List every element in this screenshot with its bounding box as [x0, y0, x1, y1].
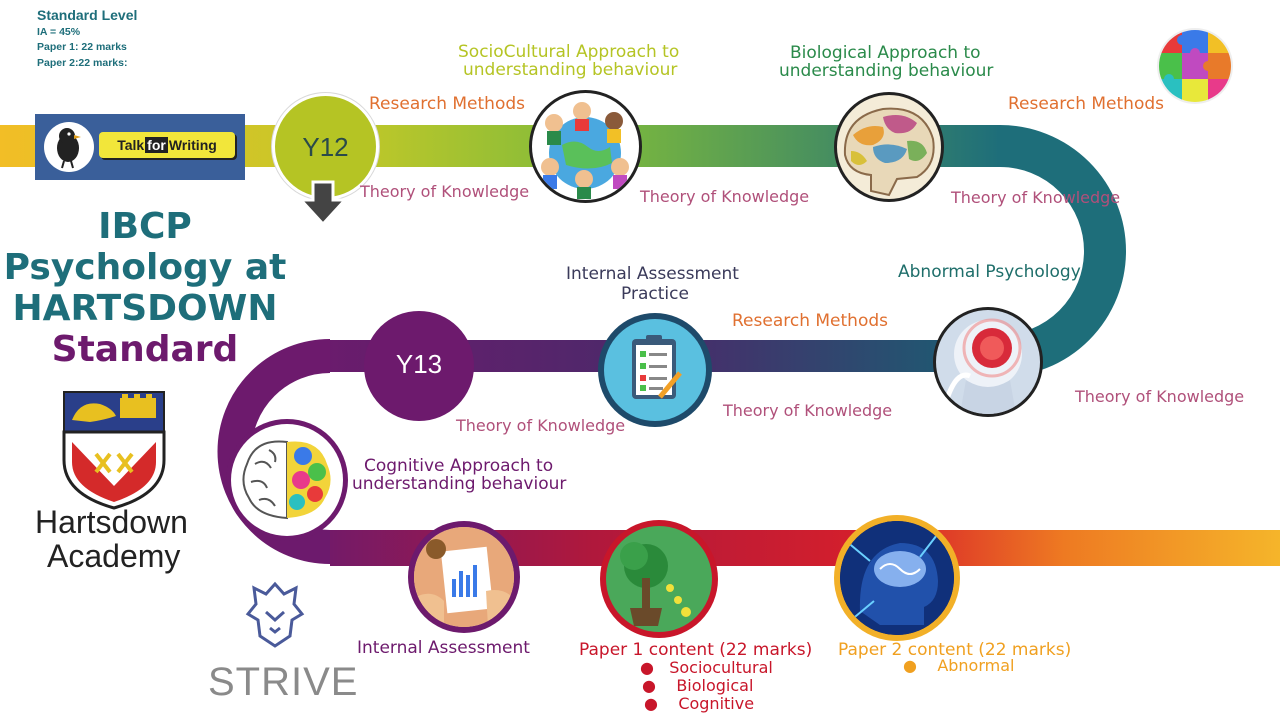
biological-label-line2: understanding behaviour [779, 61, 994, 81]
arrow-down-icon [299, 180, 347, 226]
paper2-item-abnormal: ● Abnormal [903, 656, 1015, 675]
research-methods-label-3: Research Methods [732, 311, 888, 331]
ia-practice-label-line2: Practice [621, 284, 689, 304]
title-line4: Standard [51, 329, 239, 370]
bullet-icon: ● [640, 658, 670, 677]
lion-icon [245, 581, 305, 648]
bird-icon [44, 122, 94, 172]
sociocultural-image [529, 90, 642, 203]
paper1-marks: Paper 1: 22 marks [37, 41, 127, 53]
y12-label: Y12 [302, 132, 349, 162]
colorful-brain-icon [242, 440, 331, 520]
ia-practice-image [598, 313, 712, 427]
tok-label-5: Theory of Knowledge [723, 401, 893, 420]
tok-label-1: Theory of Knowledge [360, 182, 530, 201]
paper2-title: Paper 2 content (22 marks) [838, 640, 1072, 660]
cognitive-label-line1: Cognitive Approach to [364, 456, 554, 476]
globe-people-icon [541, 102, 629, 199]
title-line1: IBCP [98, 206, 192, 247]
cognitive-image [226, 419, 348, 541]
tok-label-2: Theory of Knowledge [640, 187, 810, 206]
paper1-title: Paper 1 content (22 marks) [579, 640, 813, 660]
paper1-item-cognitive: ● Cognitive [644, 694, 755, 713]
puzzle-icon [1157, 28, 1233, 104]
sociocultural-label-line2: understanding behaviour [463, 60, 678, 80]
abnormal-psychology-label: Abnormal Psychology [898, 262, 1081, 282]
abnormal-image [933, 307, 1043, 417]
tok-label-4: Theory of Knowledge [1075, 387, 1245, 406]
report-chart-icon [414, 527, 514, 627]
internal-assessment-label: Internal Assessment [357, 638, 530, 658]
school-name-line2: Academy [47, 538, 181, 574]
neural-head-icon [840, 521, 954, 635]
tok-label-3: Theory of Knowledge [951, 188, 1121, 207]
talk-word: Talk [117, 137, 145, 153]
cognitive-label-line2: understanding behaviour [352, 474, 567, 494]
brain-map-icon [843, 107, 935, 197]
internal-assessment-image [408, 521, 520, 633]
research-methods-label-2: Research Methods [1008, 94, 1164, 114]
title-line3: HARTSDOWN [12, 288, 278, 329]
bullet-icon: ● [642, 676, 677, 695]
paper1-item-sociocultural: ● Sociocultural [640, 658, 773, 677]
y13-label: Y13 [395, 349, 443, 379]
hartsdown-crest-icon [62, 391, 166, 510]
biological-image [834, 92, 944, 202]
research-methods-label-1: Research Methods [369, 94, 525, 114]
paper2-image [834, 515, 960, 641]
bullet-icon: ● [644, 694, 679, 713]
title-line2: Psychology at [3, 247, 287, 288]
paper1-item-biological: ● Biological [642, 676, 754, 695]
headache-brain-icon [943, 318, 1022, 414]
biological-label-line1: Biological Approach to [790, 43, 981, 63]
standard-level-heading: Standard Level [37, 7, 138, 23]
school-name-line1: Hartsdown [35, 504, 188, 540]
strive-logo-text: STRIVE [208, 660, 359, 704]
tok-label-6: Theory of Knowledge [456, 416, 626, 435]
paper1-image [600, 520, 718, 638]
tree-icon [620, 542, 691, 626]
clipboard-icon [632, 335, 682, 399]
ia-practice-label-line1: Internal Assessment [566, 264, 739, 284]
paper2-marks: Paper 2:22 marks: [37, 57, 128, 69]
sociocultural-label-line1: SocioCultural Approach to [458, 42, 680, 62]
writing-word: Writing [168, 137, 217, 153]
for-word: for [145, 137, 168, 153]
bullet-icon: ● [903, 656, 938, 675]
y13-milestone: Y13 [364, 311, 474, 421]
ia-weight: IA = 45% [37, 26, 81, 38]
